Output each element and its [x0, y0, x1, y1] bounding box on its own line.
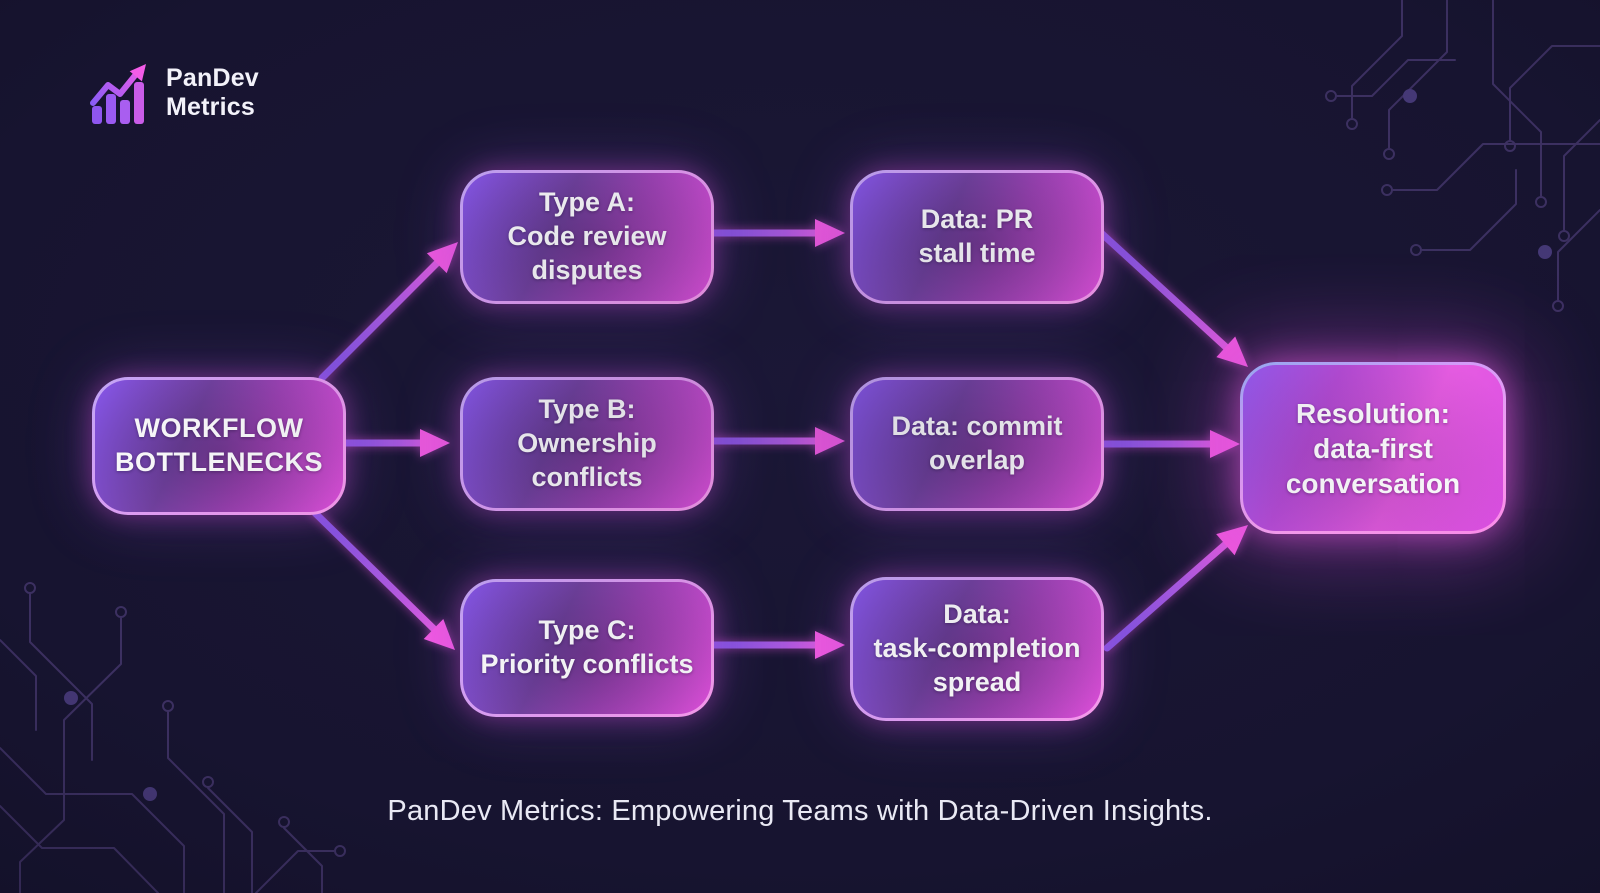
- node-data-task-completion-spread: Data: task-completion spread: [850, 577, 1104, 721]
- node-label: Type C: Priority conflicts: [463, 582, 711, 714]
- node-label: Type B: Ownership conflicts: [463, 380, 711, 508]
- node-type-b-ownership-conflicts: Type B: Ownership conflicts: [460, 377, 714, 511]
- node-resolution-data-first-conversation: Resolution: data-first conversation: [1240, 362, 1506, 534]
- node-data-pr-stall-time: Data: PR stall time: [850, 170, 1104, 304]
- brand-name-line2: Metrics: [166, 93, 255, 121]
- brand-name-line1: PanDev: [166, 64, 259, 92]
- node-type-a-code-review-disputes: Type A: Code review disputes: [460, 170, 714, 304]
- brand-name: PanDev Metrics: [166, 64, 259, 122]
- node-label: Data: commit overlap: [853, 380, 1101, 508]
- node-label: WORKFLOW BOTTLENECKS: [95, 380, 343, 512]
- node-type-c-priority-conflicts: Type C: Priority conflicts: [460, 579, 714, 717]
- node-data-commit-overlap: Data: commit overlap: [850, 377, 1104, 511]
- circuit-pattern-top-right: [1325, 0, 1600, 312]
- node-workflow-bottlenecks: WORKFLOW BOTTLENECKS: [92, 377, 346, 515]
- brand-logo: PanDev Metrics: [90, 62, 259, 124]
- node-label: Data: PR stall time: [853, 173, 1101, 301]
- growth-chart-icon: [90, 64, 146, 124]
- circuit-pattern-bottom-left: [0, 582, 346, 893]
- node-label: Data: task-completion spread: [853, 580, 1101, 718]
- node-label: Type A: Code review disputes: [463, 173, 711, 301]
- node-label: Resolution: data-first conversation: [1243, 365, 1503, 531]
- footer-tagline: PanDev Metrics: Empowering Teams with Da…: [387, 795, 1213, 827]
